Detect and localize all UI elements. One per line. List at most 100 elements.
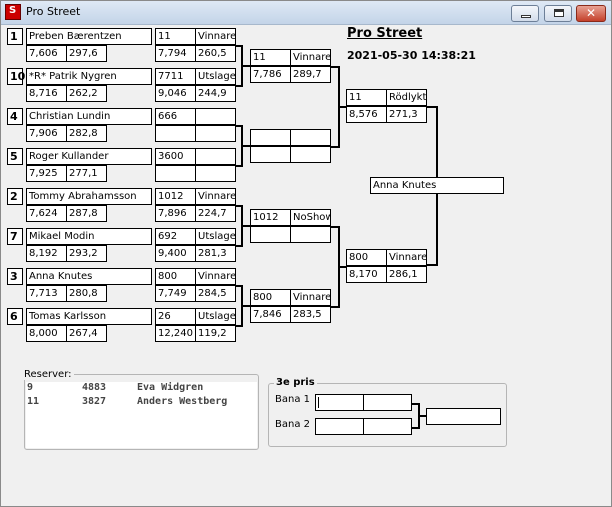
speed-field[interactable]: 289,7 [290, 66, 331, 83]
time-field[interactable]: 7,906 [26, 125, 67, 142]
number-field[interactable]: 800 [155, 268, 196, 285]
speed-field[interactable]: 286,1 [386, 266, 427, 283]
winner-field[interactable]: Anna Knutes [370, 177, 504, 194]
status-field[interactable]: Utslagen [195, 308, 236, 325]
number-field[interactable]: 692 [155, 228, 196, 245]
time-field[interactable]: 7,786 [250, 66, 291, 83]
time-field[interactable]: 12,240 [155, 325, 196, 342]
lane-1-number[interactable] [315, 394, 364, 411]
close-icon: ✕ [586, 6, 597, 20]
seed-number: 7 [7, 228, 23, 245]
driver-name[interactable]: Tomas Karlsson [26, 308, 152, 325]
status-field[interactable]: NoShow [290, 209, 331, 226]
time-field[interactable]: 7,846 [250, 306, 291, 323]
driver-name[interactable]: Mikael Modin [26, 228, 152, 245]
speed-field[interactable]: 287,8 [66, 205, 107, 222]
time-field[interactable]: 8,170 [346, 266, 387, 283]
driver-name[interactable]: Preben Bærentzen [26, 28, 152, 45]
number-field[interactable]: 800 [250, 289, 291, 306]
reserves-list[interactable]: 9 4883 Eva Widgren 11 3827 Anders Westbe… [26, 382, 257, 448]
speed-field[interactable]: 282,8 [66, 125, 107, 142]
status-field[interactable] [195, 108, 236, 125]
speed-field[interactable]: 293,2 [66, 245, 107, 262]
number-field[interactable]: 800 [346, 249, 387, 266]
driver-name[interactable]: Tommy Abrahamsson [26, 188, 152, 205]
driver-name[interactable]: Anna Knutes [26, 268, 152, 285]
speed-field[interactable]: 262,2 [66, 85, 107, 102]
lane-2-status[interactable] [363, 418, 412, 435]
number-field[interactable]: 1012 [250, 209, 291, 226]
time-field[interactable] [155, 125, 196, 142]
status-field[interactable] [290, 129, 331, 146]
lane-2-number[interactable] [315, 418, 364, 435]
status-field[interactable]: Vinnare [290, 49, 331, 66]
time-field[interactable] [155, 165, 196, 182]
time-field[interactable]: 7,713 [26, 285, 67, 302]
time-field[interactable]: 8,576 [346, 106, 387, 123]
lane-1-label: Bana 1 [275, 394, 310, 405]
number-field[interactable] [250, 129, 291, 146]
time-field[interactable]: 7,925 [26, 165, 67, 182]
speed-field[interactable] [195, 165, 236, 182]
number-field[interactable]: 1012 [155, 188, 196, 205]
speed-field[interactable]: 281,3 [195, 245, 236, 262]
time-field[interactable]: 7,749 [155, 285, 196, 302]
minimize-button[interactable] [511, 5, 539, 22]
time-field[interactable]: 8,000 [26, 325, 67, 342]
time-field[interactable]: 8,716 [26, 85, 67, 102]
status-field[interactable]: Utslagen [195, 228, 236, 245]
connector-line [235, 85, 242, 87]
speed-field[interactable]: 271,3 [386, 106, 427, 123]
time-field[interactable]: 7,606 [26, 45, 67, 62]
speed-field[interactable]: 224,7 [195, 205, 236, 222]
number-field[interactable]: 11 [155, 28, 196, 45]
speed-field[interactable]: 283,5 [290, 306, 331, 323]
time-field[interactable] [250, 226, 291, 243]
number-field[interactable]: 7711 [155, 68, 196, 85]
connector-line [242, 225, 250, 227]
status-field[interactable]: Utslagen [195, 68, 236, 85]
connector-line [426, 106, 437, 108]
time-field[interactable]: 7,896 [155, 205, 196, 222]
speed-field[interactable]: 244,9 [195, 85, 236, 102]
number-field[interactable]: 11 [250, 49, 291, 66]
number-field[interactable]: 26 [155, 308, 196, 325]
speed-field[interactable] [195, 125, 236, 142]
driver-name[interactable]: *R* Patrik Nygren [26, 68, 152, 85]
time-field[interactable] [250, 146, 291, 163]
time-field[interactable]: 7,794 [155, 45, 196, 62]
driver-name[interactable]: Christian Lundin [26, 108, 152, 125]
maximize-button[interactable] [544, 5, 572, 22]
speed-field[interactable]: 297,6 [66, 45, 107, 62]
status-field[interactable]: Vinnare [195, 268, 236, 285]
status-field[interactable]: Vinnare [195, 28, 236, 45]
time-field[interactable]: 7,624 [26, 205, 67, 222]
time-field[interactable]: 9,400 [155, 245, 196, 262]
speed-field[interactable]: 277,1 [66, 165, 107, 182]
lane-1-status[interactable] [363, 394, 412, 411]
status-field[interactable]: Vinnare [290, 289, 331, 306]
time-field[interactable]: 9,046 [155, 85, 196, 102]
status-field[interactable]: Vinnare [386, 249, 427, 266]
close-button[interactable]: ✕ [576, 5, 606, 22]
speed-field[interactable] [290, 146, 331, 163]
number-field[interactable]: 11 [346, 89, 387, 106]
third-place-winner[interactable] [426, 408, 501, 425]
speed-field[interactable] [290, 226, 331, 243]
speed-field[interactable]: 260,5 [195, 45, 236, 62]
speed-field[interactable]: 119,2 [195, 325, 236, 342]
speed-field[interactable]: 267,4 [66, 325, 107, 342]
connector-line [330, 226, 339, 228]
driver-name[interactable]: Roger Kullander [26, 148, 152, 165]
number-field[interactable]: 666 [155, 108, 196, 125]
status-field[interactable]: Rödlykta [386, 89, 427, 106]
speed-field[interactable]: 284,5 [195, 285, 236, 302]
status-field[interactable]: Vinnare [195, 188, 236, 205]
minimize-icon [521, 15, 531, 18]
lane-2-label: Bana 2 [275, 419, 310, 430]
time-field[interactable]: 8,192 [26, 245, 67, 262]
number-field[interactable]: 3600 [155, 148, 196, 165]
status-field[interactable] [195, 148, 236, 165]
speed-field[interactable]: 280,8 [66, 285, 107, 302]
title-bar[interactable] [1, 1, 611, 25]
